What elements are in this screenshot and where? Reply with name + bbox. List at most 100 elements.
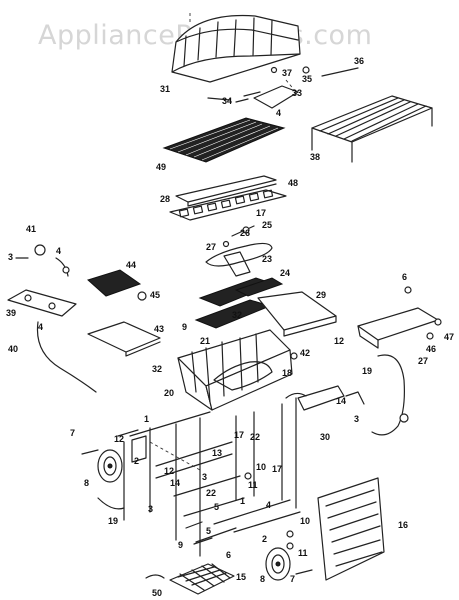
label-37: 37 [282, 68, 292, 78]
label-20: 20 [164, 388, 174, 398]
label-11-mid: 11 [248, 480, 258, 490]
label-19-right: 19 [362, 366, 372, 376]
label-4-top: 4 [276, 108, 281, 118]
label-9-top: 9 [182, 322, 187, 332]
part-16-door-panel[interactable] [317, 477, 385, 581]
label-28: 28 [160, 194, 170, 204]
label-12-left: 12 [114, 434, 124, 444]
part-36-rod[interactable] [321, 67, 359, 77]
part-40-hose[interactable] [36, 321, 97, 393]
label-1-low: 1 [240, 496, 245, 506]
label-31: 31 [160, 84, 170, 94]
part-number-labels: 31 35 36 37 34 33 4 38 49 28 48 17 26 25… [6, 56, 454, 598]
label-40: 40 [8, 344, 18, 354]
label-49: 49 [156, 162, 166, 172]
label-47: 47 [444, 332, 454, 342]
label-2-low: 2 [262, 534, 267, 544]
label-27-top: 27 [206, 242, 216, 252]
label-5-low: 5 [206, 526, 211, 536]
label-35: 35 [302, 74, 312, 84]
label-8-right: 8 [260, 574, 265, 584]
label-30: 30 [320, 432, 330, 442]
part-8-wheel-right[interactable] [265, 547, 291, 581]
part-15-bracket[interactable] [185, 521, 213, 545]
label-10-low: 10 [300, 516, 310, 526]
part-19-regulator-hose[interactable] [371, 354, 409, 436]
part-49-cooking-grate[interactable] [162, 117, 286, 163]
label-22-mid: 22 [250, 432, 260, 442]
label-7-left: 7 [70, 428, 75, 438]
part-29-side-tray[interactable] [257, 291, 337, 337]
part-7-bolt-left[interactable] [81, 449, 99, 455]
label-6-low: 6 [226, 550, 231, 560]
label-25: 25 [262, 220, 272, 230]
part-13-bottom-grate[interactable] [169, 563, 235, 595]
part-45-knob[interactable] [137, 291, 147, 301]
label-11-low: 11 [298, 548, 308, 558]
label-32-mid: 32 [152, 364, 162, 374]
label-21: 21 [200, 336, 210, 346]
part-48-briquettes[interactable] [169, 189, 287, 221]
label-1-top: 1 [144, 414, 149, 424]
label-10-mid: 10 [256, 462, 266, 472]
label-12-mid: 12 [164, 466, 174, 476]
label-50: 50 [152, 588, 162, 598]
label-48: 48 [288, 178, 298, 188]
part-28-heat-plate[interactable] [175, 175, 277, 207]
label-2-left: 2 [134, 456, 139, 466]
label-22-low: 22 [206, 488, 216, 498]
label-44: 44 [126, 260, 136, 270]
part-8-wheel-left[interactable] [97, 449, 123, 483]
label-8-left: 8 [84, 478, 89, 488]
label-4-left: 4 [56, 246, 61, 256]
label-46: 46 [426, 344, 436, 354]
label-4-shelf: 4 [38, 322, 43, 332]
label-29: 29 [316, 290, 326, 300]
label-17-low: 17 [272, 464, 282, 474]
part-33-handle-hardware[interactable] [207, 66, 310, 109]
label-19-left: 19 [108, 516, 118, 526]
label-23: 23 [262, 254, 272, 264]
part-23-burner[interactable] [205, 225, 273, 277]
part-7-bolt-right[interactable] [295, 569, 313, 575]
label-5-mid: 5 [214, 502, 219, 512]
label-12-right: 12 [334, 336, 344, 346]
part-31-hood[interactable] [171, 12, 301, 83]
part-43-burner-tray[interactable] [87, 321, 161, 357]
label-13-mid: 13 [212, 448, 222, 458]
label-9-low: 9 [178, 540, 183, 550]
part-39-left-shelf[interactable] [7, 289, 77, 317]
label-39: 39 [6, 308, 16, 318]
label-4-low: 4 [266, 500, 271, 510]
label-18: 18 [282, 368, 292, 378]
label-3-right: 3 [354, 414, 359, 424]
label-45: 45 [150, 290, 160, 300]
part-44-side-grate[interactable] [87, 269, 142, 297]
part-30-control-panel[interactable] [297, 385, 365, 411]
label-3-low: 3 [148, 504, 153, 514]
label-3-left: 3 [8, 252, 13, 262]
label-34: 34 [222, 96, 232, 106]
part-19-hose-left[interactable] [97, 497, 125, 510]
label-3-mid: 3 [202, 472, 207, 482]
label-14-mid: 14 [170, 478, 180, 488]
cart-frame[interactable] [117, 392, 307, 557]
part-24-lava-grate[interactable] [194, 277, 284, 329]
part-50-hook[interactable] [145, 574, 165, 579]
label-17-top: 17 [256, 208, 266, 218]
label-26: 26 [240, 228, 250, 238]
part-10-caster[interactable] [244, 472, 294, 550]
part-47-right-shelf[interactable] [357, 286, 442, 349]
part-18-firebox[interactable] [177, 311, 298, 411]
label-17-mid: 17 [234, 430, 244, 440]
label-6-top: 6 [402, 272, 407, 282]
label-14-right: 14 [336, 396, 346, 406]
part-41-knob[interactable] [15, 244, 70, 277]
label-27-right: 27 [418, 356, 428, 366]
label-33: 33 [292, 88, 302, 98]
label-38: 38 [310, 152, 320, 162]
part-38-warming-rack[interactable] [311, 95, 433, 163]
label-15: 15 [236, 572, 246, 582]
label-32-top: 32 [232, 310, 242, 320]
